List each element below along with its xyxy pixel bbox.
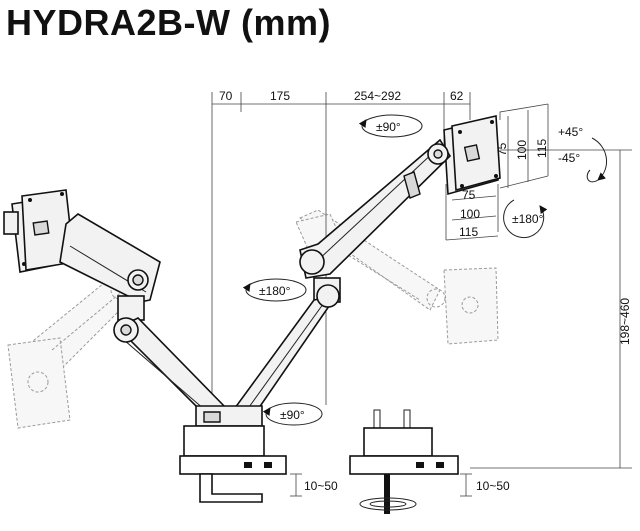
height-dimension-line [470, 149, 632, 469]
page-title: HYDRA2B-W (mm) [6, 2, 331, 43]
tilt-up-label: +45° [558, 125, 583, 139]
right-lower-arm [230, 277, 341, 419]
left-upper-arm [59, 213, 161, 303]
dim-height: 198~460 [618, 298, 632, 345]
right-upper-arm [299, 138, 452, 279]
vesa-h-115: 115 [459, 225, 478, 239]
rotate-plate-label: ±180° [512, 212, 544, 226]
vesa-horizontal-dims [445, 184, 499, 241]
dim-70: 70 [219, 89, 233, 103]
clamp-dim-left [290, 473, 302, 497]
vesa-h-100: 100 [460, 207, 480, 221]
swivel-top-label: ±90° [376, 120, 401, 134]
vesa-vertical-dims [499, 103, 549, 189]
left-base [179, 405, 287, 503]
dim-175: 175 [270, 89, 290, 103]
swivel-bottom-indicator [262, 402, 323, 426]
dim-62: 62 [450, 89, 464, 103]
tilt-indicator [586, 137, 607, 183]
clamp-left-label: 10~50 [304, 479, 338, 493]
rotate-mid-indicator [242, 278, 307, 302]
vesa-v-100: 100 [515, 140, 529, 160]
right-base [349, 409, 459, 514]
clamp-right-label: 10~50 [476, 479, 510, 493]
left-monitor-plate [3, 189, 75, 273]
clamp-dim-right [460, 473, 472, 497]
tilt-down-label: -45° [558, 151, 580, 165]
swivel-bottom-label: ±90° [280, 408, 305, 422]
rotate-mid-label: ±180° [259, 284, 291, 298]
vesa-v-115: 115 [535, 139, 549, 158]
vesa-h-75: 75 [462, 188, 476, 202]
dim-254-292: 254~292 [354, 89, 401, 103]
right-monitor-plate [443, 115, 501, 196]
swivel-top-indicator [358, 114, 423, 138]
rotate-plate-indicator [503, 199, 548, 239]
left-lower-arm [113, 295, 230, 421]
